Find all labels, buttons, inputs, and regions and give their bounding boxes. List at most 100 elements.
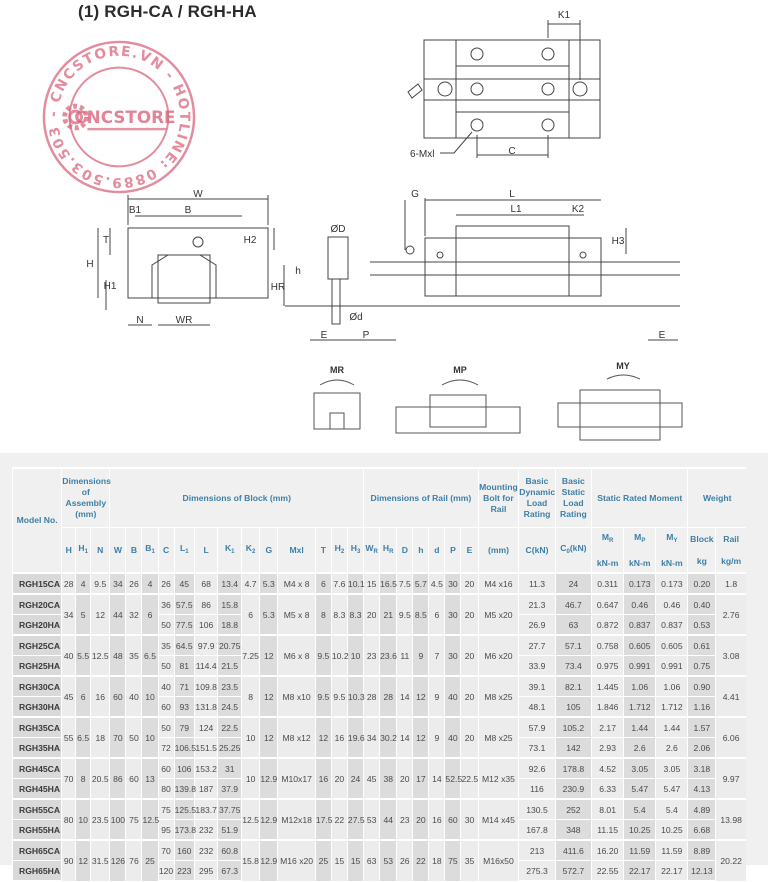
cell-p: 40 bbox=[444, 675, 461, 717]
cell-g: 5.3 bbox=[259, 572, 278, 594]
cell-w: 86 bbox=[109, 757, 126, 799]
cell-d: 14 bbox=[428, 757, 445, 799]
cell-mp: 2.6 bbox=[623, 737, 656, 758]
cell-n: 18 bbox=[90, 716, 110, 758]
cell-h: 45 bbox=[61, 675, 76, 717]
model-cell: RGH45HA bbox=[11, 778, 62, 799]
cell-mr: 1.846 bbox=[591, 696, 624, 717]
cell-my: 0.837 bbox=[655, 614, 688, 635]
cell-t: 16 bbox=[314, 757, 332, 799]
cell-h: 80 bbox=[61, 798, 76, 840]
cell-t: 12 bbox=[314, 716, 332, 758]
cell-p: 30 bbox=[444, 634, 461, 676]
cell-l1: 139.8 bbox=[173, 778, 196, 799]
cell-c0: 105 bbox=[554, 696, 592, 717]
model-cell: RGH45CA bbox=[11, 757, 62, 779]
cell-h3: 27.5 bbox=[346, 798, 365, 840]
cell-l: 109.8 bbox=[193, 675, 218, 697]
cell-h1: 10 bbox=[75, 798, 91, 840]
cell-mxl: M8 x10 bbox=[277, 675, 316, 717]
cell-c: 50 bbox=[157, 716, 175, 738]
cell-wr: 34 bbox=[363, 716, 380, 758]
cell-cdyn: 21.3 bbox=[518, 593, 556, 615]
cell-h: 12 bbox=[412, 716, 429, 758]
column-header-e: E bbox=[460, 527, 479, 573]
cell-n: 20.5 bbox=[90, 757, 110, 799]
cell-w: 44 bbox=[109, 593, 126, 635]
cell-t: 6 bbox=[314, 572, 332, 594]
model-cell: RGH55HA bbox=[11, 819, 62, 840]
label-od: ØD bbox=[331, 224, 346, 235]
header-static-load: Basic Static Load Rating bbox=[554, 467, 592, 528]
cell-n: 23.5 bbox=[90, 798, 110, 840]
cell-b1: 4 bbox=[141, 572, 159, 594]
label-h2: H2 bbox=[244, 235, 257, 246]
cell-d: 9 bbox=[428, 716, 445, 758]
cell-l: 68 bbox=[193, 572, 218, 594]
cell-k2: 15.8 bbox=[240, 839, 260, 881]
cell-mp: 0.837 bbox=[623, 614, 656, 635]
cell-k1: 67.3 bbox=[217, 860, 242, 882]
cell-rail-weight: 3.08 bbox=[715, 634, 746, 676]
cell-c: 36 bbox=[157, 593, 175, 615]
cell-b: 76 bbox=[125, 839, 142, 881]
cell-t: 17.5 bbox=[314, 798, 333, 840]
label-od-small: Ød bbox=[349, 312, 362, 323]
column-header-mxl: Mxl bbox=[277, 527, 316, 573]
column-header-t: T bbox=[314, 527, 332, 573]
cell-h: 8.5 bbox=[412, 593, 429, 635]
column-header-g: G bbox=[259, 527, 278, 573]
header-block: Dimensions of Block (mm) bbox=[109, 467, 364, 528]
cell-h1: 12 bbox=[75, 839, 91, 881]
model-cell: RGH20HA bbox=[11, 614, 62, 635]
cell-cdyn: 116 bbox=[518, 778, 556, 799]
top-view-diagram: K1 C 6-Mxl bbox=[407, 10, 601, 160]
cell-block: 4.89 bbox=[687, 798, 716, 820]
cell-b: 75 bbox=[125, 798, 142, 840]
cell-t: 25 bbox=[314, 839, 332, 881]
cell-e: 20 bbox=[460, 675, 479, 717]
cell-c0: 230.9 bbox=[554, 778, 592, 799]
label-b1: B1 bbox=[129, 205, 142, 216]
moment-diagrams: MR MP MY bbox=[313, 361, 683, 441]
cell-l: 114.4 bbox=[193, 655, 218, 676]
model-cell: RGH25CA bbox=[11, 634, 62, 656]
cell-k1: 22.5 bbox=[217, 716, 242, 738]
cell-h1: 8 bbox=[75, 757, 91, 799]
cell-l: 232 bbox=[193, 819, 218, 840]
column-header-p: P bbox=[444, 527, 461, 573]
cell-my: 22.17 bbox=[655, 860, 688, 882]
cell-k1: 51.9 bbox=[217, 819, 242, 840]
cell-c0: 63 bbox=[554, 614, 592, 635]
cell-c: 26 bbox=[157, 572, 175, 594]
cell-my: 0.991 bbox=[655, 655, 688, 676]
cell-hr: 21 bbox=[379, 593, 397, 635]
cell-cdyn: 39.1 bbox=[518, 675, 556, 697]
cell-h3: 10 bbox=[346, 634, 364, 676]
column-header-w: W bbox=[109, 527, 126, 573]
cell-h3: 19.6 bbox=[346, 716, 365, 758]
cell-c: 40 bbox=[157, 675, 175, 697]
cell-mp: 5.4 bbox=[623, 798, 656, 820]
cell-mxl: M12x18 bbox=[277, 798, 316, 840]
cell-cdyn: 11.3 bbox=[518, 572, 556, 594]
cell-hr: 53 bbox=[379, 839, 397, 881]
cell-mr: 0.872 bbox=[591, 614, 624, 635]
cell-h1: 6.5 bbox=[75, 716, 91, 758]
cell-rail-weight: 1.8 bbox=[715, 572, 746, 594]
cell-d: 11 bbox=[396, 634, 413, 676]
cell-w: 34 bbox=[109, 572, 126, 594]
column-header-h: H bbox=[61, 527, 76, 573]
cell-block: 0.53 bbox=[687, 614, 716, 635]
cell-mr: 6.33 bbox=[591, 778, 624, 799]
cell-h3: 10.3 bbox=[346, 675, 365, 717]
stamp-brand: CNCSTORE bbox=[74, 107, 175, 127]
cell-block: 6.68 bbox=[687, 819, 716, 840]
cell-k1: 13.4 bbox=[217, 572, 242, 594]
cell-k2: 7.25 bbox=[240, 634, 260, 676]
cell-n: 12 bbox=[90, 593, 110, 635]
